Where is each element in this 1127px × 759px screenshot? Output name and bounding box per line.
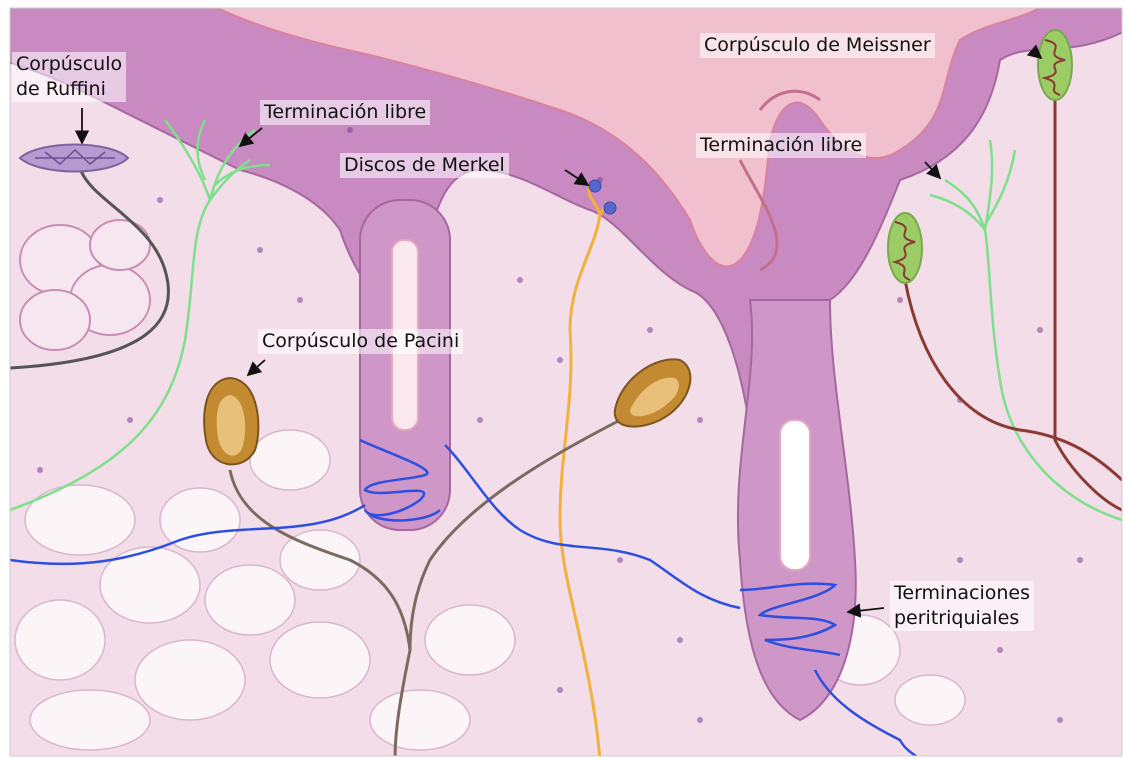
label-free-ending-right: Terminación libre [696,133,866,158]
label-peritrichial: Terminaciones peritriquiales [890,581,1034,631]
label-ruffini-line2: de Ruffini [16,77,122,102]
label-free-ending-left: Terminación libre [260,100,430,125]
label-peritrichial-line1: Terminaciones [894,581,1030,606]
label-ruffini-line1: Corpúsculo [16,52,122,77]
label-ruffini: Corpúsculo de Ruffini [12,52,126,102]
label-peritrichial-line2: peritriquiales [894,606,1030,631]
label-meissner: Corpúsculo de Meissner [700,33,935,58]
label-merkel: Discos de Merkel [340,153,509,178]
hair-follicle-center [360,200,450,530]
gland-cluster [20,220,150,350]
label-pacini: Corpúsculo de Pacini [258,329,463,354]
